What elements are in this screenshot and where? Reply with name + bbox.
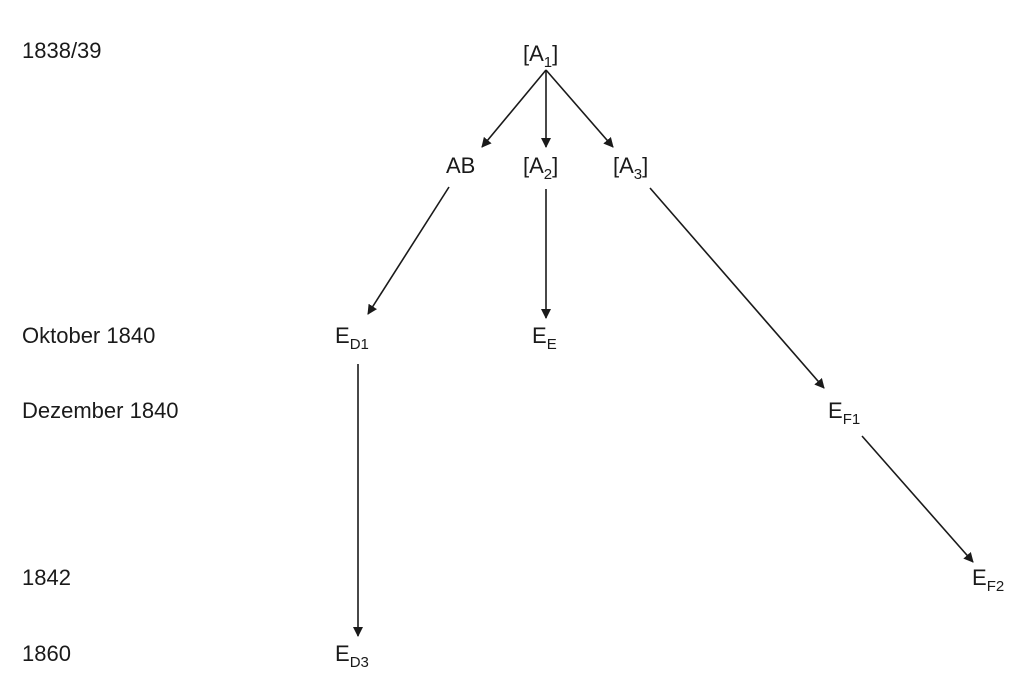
node-ed3: ED3 [335, 641, 369, 671]
date-1838: 1838/39 [22, 38, 102, 63]
node-a1: [A1] [523, 41, 559, 71]
date-oktober-1840: Oktober 1840 [22, 323, 156, 348]
date-1860: 1860 [22, 641, 71, 666]
edge-a1-ab [481, 69, 547, 148]
date-1842: 1842 [22, 565, 71, 590]
edge-a1-a3 [545, 69, 614, 148]
node-a2: [A2] [523, 153, 559, 183]
node-ab: AB [446, 153, 476, 178]
edge-ef1-ef2 [861, 435, 974, 563]
node-ef2: EF2 [972, 565, 1005, 595]
date-dezember-1840: Dezember 1840 [22, 398, 179, 423]
node-ef1: EF1 [828, 398, 861, 428]
edge-ab-ed1 [367, 186, 450, 315]
node-ee: EE [532, 323, 557, 353]
edge-a3-ef1 [649, 187, 825, 389]
node-ed1: ED1 [335, 323, 369, 353]
node-a3: [A3] [613, 153, 649, 183]
